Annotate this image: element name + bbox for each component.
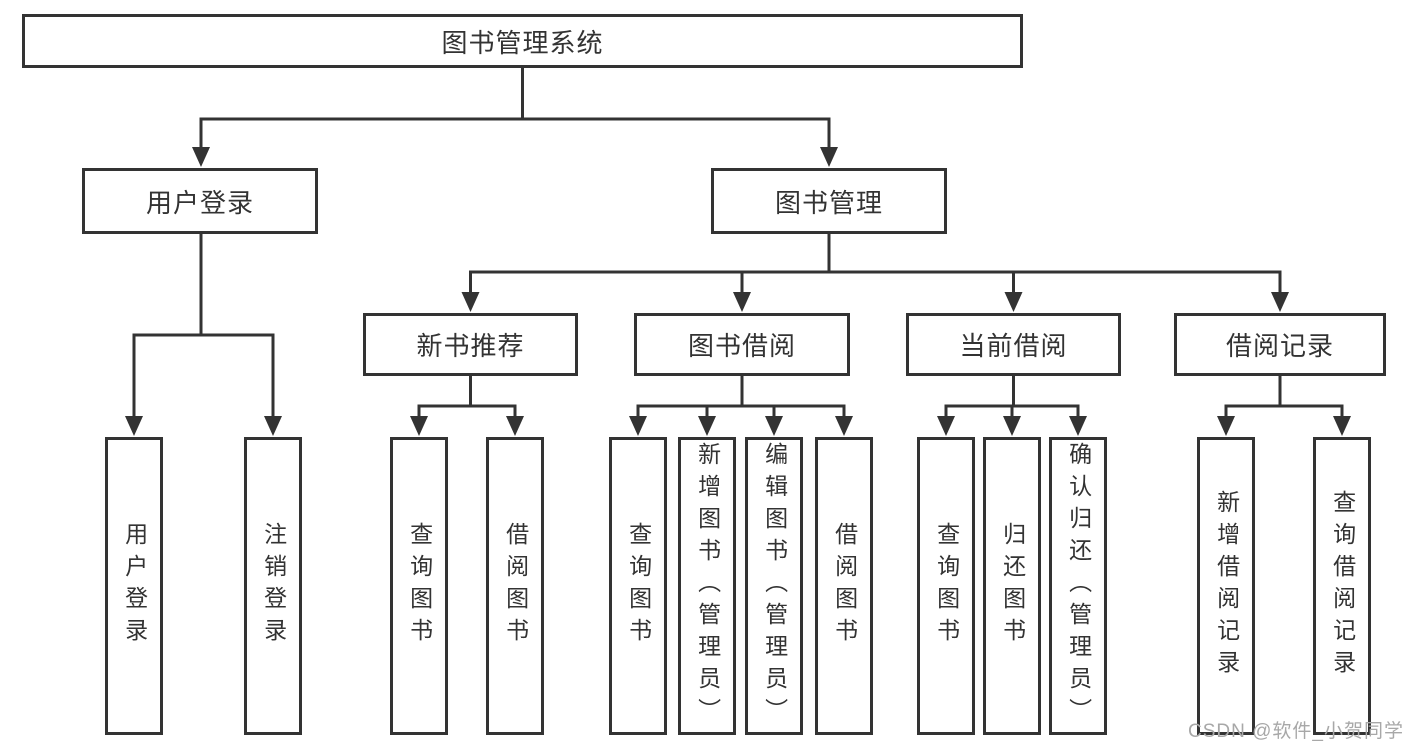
leaf-add-book-admin: 新增图书（管理员）	[678, 437, 736, 735]
leaf-label: 归还图书	[999, 522, 1026, 650]
leaf-label: 借阅图书	[831, 522, 858, 650]
leaf-label: 用户登录	[121, 522, 148, 650]
node-label: 用户登录	[145, 187, 254, 218]
leaf-label: 查询图书	[625, 522, 652, 650]
leaf-return-books: 归还图书	[983, 437, 1041, 735]
leaf-borrow-query-books: 查询图书	[609, 437, 667, 735]
node-book-borrow: 图书借阅	[634, 313, 850, 376]
node-label: 图书管理	[774, 187, 883, 218]
leaf-add-borrow-record: 新增借阅记录	[1197, 437, 1255, 735]
leaf-recommend-query-books: 查询图书	[390, 437, 448, 735]
leaf-label: 确认归还（管理员）	[1065, 442, 1092, 730]
leaf-label: 新增图书（管理员）	[694, 442, 721, 730]
node-new-book-recommend: 新书推荐	[363, 313, 578, 376]
leaf-user-login: 用户登录	[105, 437, 163, 735]
leaf-borrow-books: 借阅图书	[815, 437, 873, 735]
node-user-login: 用户登录	[82, 168, 318, 234]
leaf-edit-book-admin: 编辑图书（管理员）	[745, 437, 803, 735]
leaf-confirm-return-admin: 确认归还（管理员）	[1049, 437, 1107, 735]
leaf-label: 新增借阅记录	[1213, 490, 1240, 682]
node-label: 借阅记录	[1225, 331, 1334, 361]
watermark: CSDN @软件_小贺同学	[1188, 721, 1404, 742]
leaf-recommend-borrow-books: 借阅图书	[486, 437, 544, 735]
node-library-management-system: 图书管理系统	[22, 14, 1023, 68]
node-label: 新书推荐	[416, 331, 525, 361]
leaf-label: 注销登录	[260, 522, 287, 650]
leaf-current-query-books: 查询图书	[917, 437, 975, 735]
leaf-label: 借阅图书	[502, 522, 529, 650]
leaf-label: 编辑图书（管理员）	[761, 442, 788, 730]
node-borrow-records: 借阅记录	[1174, 313, 1386, 376]
leaf-query-borrow-record: 查询借阅记录	[1313, 437, 1371, 735]
leaf-label: 查询图书	[406, 522, 433, 650]
node-label: 图书管理系统	[441, 27, 604, 58]
node-label: 当前借阅	[959, 331, 1068, 361]
arrowheads	[125, 147, 1351, 436]
leaf-label: 查询图书	[933, 522, 960, 650]
leaf-label: 查询借阅记录	[1329, 490, 1356, 682]
node-current-borrow: 当前借阅	[906, 313, 1121, 376]
node-book-management: 图书管理	[711, 168, 947, 234]
node-label: 图书借阅	[687, 331, 796, 361]
leaf-logout: 注销登录	[244, 437, 302, 735]
